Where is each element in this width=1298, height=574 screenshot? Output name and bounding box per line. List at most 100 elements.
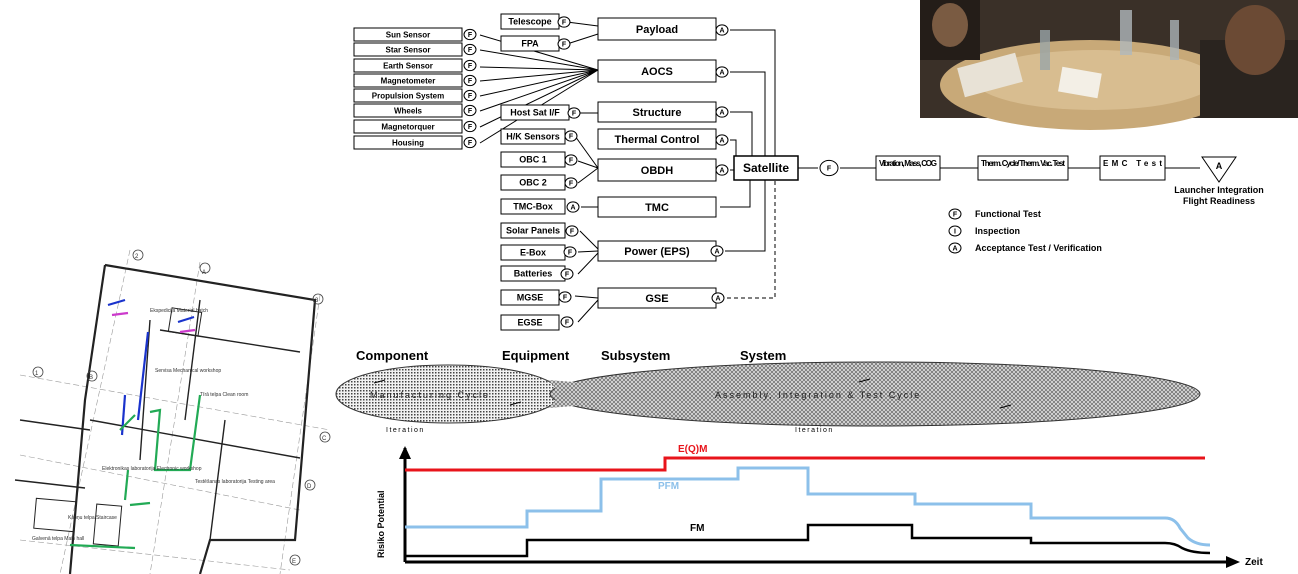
- component-box-label: Star Sensor: [386, 45, 431, 54]
- grid-label: 1: [35, 371, 39, 377]
- functional-test-symbol: F: [463, 104, 477, 117]
- room-label: Galvenā telpa Main hall: [32, 536, 84, 542]
- functional-test-symbol: F: [819, 159, 839, 177]
- iteration-label: Iteration: [795, 427, 834, 434]
- subsystem-box-label: Thermal Control: [615, 134, 700, 146]
- component-box: E-Box: [500, 244, 566, 261]
- satellite-box-label: Satellite: [743, 161, 789, 175]
- phase-labels: Component Equipment Subsystem System: [356, 348, 786, 363]
- test-box: Therm. Cycle/ Therm. Vac. Test: [977, 155, 1069, 181]
- phase-label: Component: [356, 348, 429, 363]
- svg-text:A: A: [719, 138, 724, 145]
- grid-label: D: [307, 484, 312, 490]
- svg-text:F: F: [569, 134, 574, 141]
- svg-text:A: A: [719, 28, 724, 35]
- pfm-label: PFM: [658, 481, 679, 492]
- manufacturing-cycle-label: Manufacturing Cycle: [370, 390, 490, 400]
- component-box: Sun Sensor: [353, 27, 463, 42]
- component-box: OBC 1: [500, 151, 566, 168]
- functional-test-symbol: F: [564, 177, 578, 189]
- y-axis-label: Risiko Potential: [376, 490, 386, 558]
- component-box-label: EGSE: [517, 318, 542, 328]
- component-box: Magnetometer: [353, 73, 463, 88]
- component-box-label: Wheels: [394, 106, 423, 115]
- grid-label: 3: [315, 298, 319, 304]
- component-box: Solar Panels: [500, 222, 566, 239]
- phase-label: System: [740, 348, 786, 363]
- test-label: EMC Test: [1103, 159, 1162, 168]
- subsystem-box: AOCS: [597, 59, 717, 83]
- component-box: Magnetorquer: [353, 119, 463, 134]
- component-box: Telescope: [500, 13, 560, 30]
- component-box-label: TMC-Box: [513, 202, 553, 212]
- meeting-photo: [920, 0, 1298, 130]
- functional-test-symbol: F: [463, 28, 477, 41]
- component-box: OBC 2: [500, 174, 566, 191]
- subsystem-box-label: Power (EPS): [624, 246, 690, 258]
- component-box-label: Sun Sensor: [386, 30, 430, 39]
- grid-label: C: [322, 436, 327, 442]
- svg-text:F: F: [563, 295, 568, 302]
- component-box: FPA: [500, 35, 560, 52]
- acceptance-test-symbol: A: [715, 66, 729, 78]
- subsystem-box-label: GSE: [645, 293, 668, 305]
- svg-text:A: A: [715, 296, 720, 303]
- iteration-label: Iteration: [386, 427, 425, 434]
- component-box: EGSE: [500, 314, 560, 331]
- floor-plan: [14, 249, 331, 574]
- svg-text:F: F: [468, 78, 473, 85]
- component-box-label: OBC 1: [519, 155, 547, 165]
- svg-text:F: F: [468, 140, 473, 147]
- eqm-line: [405, 456, 1205, 472]
- component-box: Earth Sensor: [353, 58, 463, 73]
- risk-chart: Risiko Potential Zeit E(Q)M PFM FM: [376, 444, 1263, 568]
- component-box-label: Solar Panels: [506, 226, 560, 236]
- svg-text:F: F: [569, 158, 574, 165]
- subsystem-box: TMC: [597, 196, 717, 218]
- room-label: Elektronikas laboratorija Electronic wor…: [102, 466, 202, 472]
- legend-label: Functional Test: [975, 209, 1041, 219]
- component-box: Wheels: [353, 103, 463, 118]
- legend-item: F Functional Test: [948, 208, 1041, 220]
- room-label: Testēšanas laboratorija Testing area: [195, 479, 275, 485]
- component-box: MGSE: [500, 289, 560, 306]
- acceptance-test-symbol: A: [715, 24, 729, 36]
- acceptance-test-symbol: A: [715, 134, 729, 146]
- component-box-label: Host Sat I/F: [510, 108, 560, 118]
- test-box: Vibration, Mass, COG: [875, 155, 941, 181]
- component-box-label: Earth Sensor: [383, 61, 433, 70]
- component-box: TMC-Box: [500, 198, 566, 215]
- phase-label: Equipment: [502, 348, 570, 363]
- subsystem-box-label: Structure: [633, 107, 682, 119]
- fm-line: [405, 523, 1211, 558]
- svg-text:A: A: [1216, 161, 1223, 171]
- component-box-label: Propulsion System: [372, 91, 444, 100]
- component-box-label: E-Box: [520, 248, 546, 258]
- y-axis-arrow: [399, 446, 411, 459]
- functional-test-symbol: F: [564, 154, 578, 166]
- satellite-box: Satellite: [733, 155, 799, 181]
- component-box-label: Telescope: [508, 17, 551, 27]
- fm-label: FM: [690, 523, 704, 534]
- acceptance-test-symbol: A: [710, 245, 724, 257]
- svg-text:F: F: [565, 320, 570, 327]
- subsystem-box-label: OBDH: [641, 165, 673, 177]
- floor-plan-labels: Ekspedicija Material hatch Servisa Mecha…: [32, 254, 327, 565]
- functional-test-symbol: F: [564, 130, 578, 142]
- room-label: Ekspedicija Material hatch: [150, 308, 208, 314]
- grid-label: B: [89, 375, 93, 381]
- svg-text:F: F: [953, 212, 958, 219]
- acceptance-test-symbol: A: [566, 201, 580, 213]
- svg-text:F: F: [468, 108, 473, 115]
- functional-test-symbol: F: [567, 107, 581, 119]
- acceptance-test-symbol: A: [715, 164, 729, 176]
- x-axis-arrow: [1226, 556, 1240, 568]
- ait-cycle-label: Assembly, Integration & Test Cycle: [715, 390, 921, 400]
- component-box-label: H/K Sensors: [506, 132, 560, 142]
- room-label: Kāpņu telpa Staircase: [68, 515, 117, 521]
- subsystem-box-label: AOCS: [641, 66, 673, 78]
- subsystem-box: Structure: [597, 101, 717, 123]
- svg-text:F: F: [468, 93, 473, 100]
- svg-text:F: F: [562, 20, 567, 27]
